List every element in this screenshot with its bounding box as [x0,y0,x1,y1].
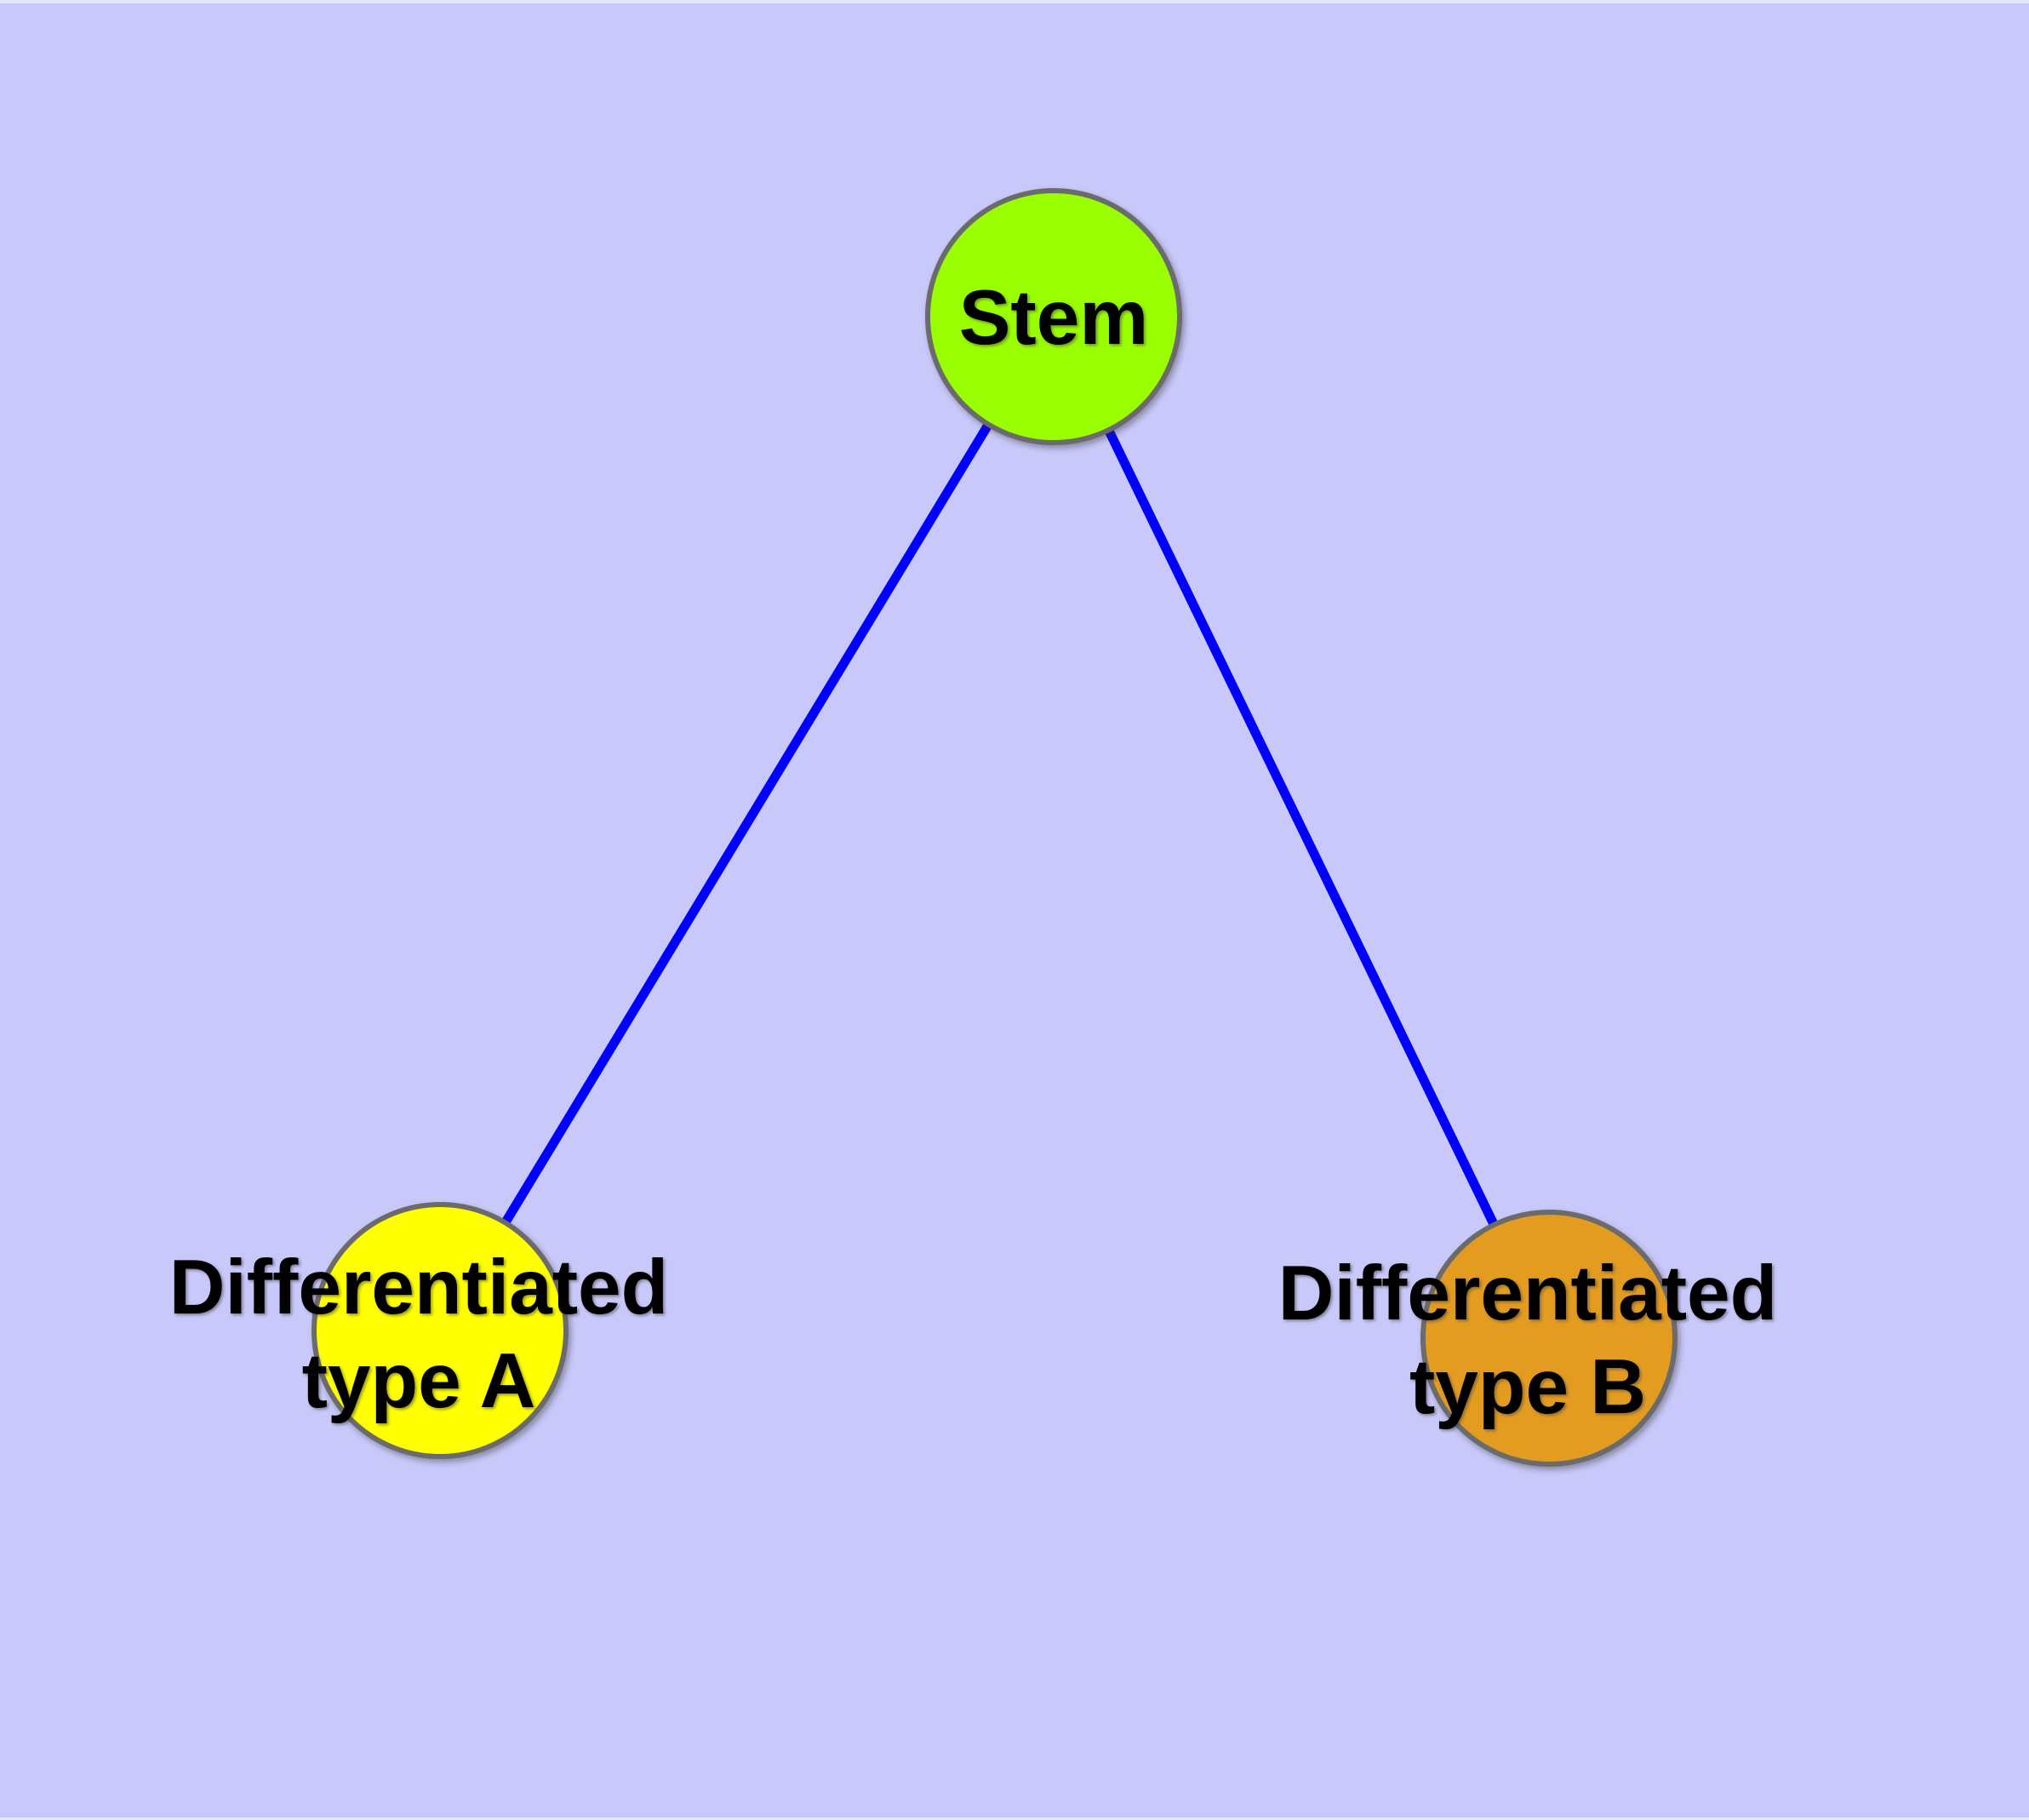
edge-stem-type-a [435,312,1059,1336]
node-stem [925,188,1182,445]
node-differentiated-type-b [1420,1210,1677,1467]
edge-stem-type-b [1049,312,1554,1343]
node-differentiated-type-a [311,1202,569,1459]
